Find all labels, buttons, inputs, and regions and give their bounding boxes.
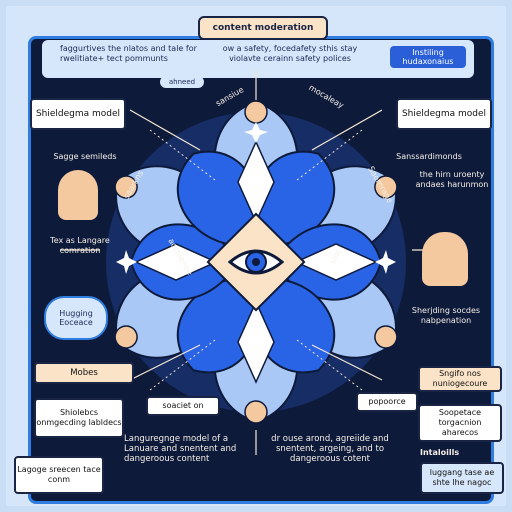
samples-label: Sagge semileds	[53, 152, 117, 161]
bottom-left-text: Languregnge model of a Lanuare and snent…	[124, 434, 237, 464]
soopetace-box[interactable]: Soopetace torgacnion aharecos	[418, 404, 502, 442]
peach-knob-1	[244, 100, 268, 124]
user-avatar-right	[422, 232, 468, 286]
peach-knob-6	[114, 175, 138, 199]
install-button[interactable]: Instiling hudaxonaius	[390, 46, 466, 68]
shieldgemma-model-left[interactable]: Shieldegma model	[30, 98, 126, 130]
connector-lines	[60, 70, 450, 455]
bottom-center-text: dr ouse arond, agreiide and snentent, ar…	[271, 434, 389, 464]
soaciet-box[interactable]: soaciet on	[146, 396, 220, 416]
luggang-box[interactable]: luggang tase ae shte lhe nagoc	[420, 462, 504, 494]
petal-group	[114, 100, 398, 424]
shiolebcs-box[interactable]: Shiolebcs onmgecding labldecs	[34, 398, 124, 438]
banner-left-text: faggurtives the nlatos and tale for rwel…	[60, 44, 197, 63]
peach-knob-2	[374, 175, 398, 199]
star-icon-left	[116, 250, 137, 274]
standard-label: Sanssardimonds	[396, 152, 462, 161]
tex-label: Tex as Langare comration	[50, 236, 110, 255]
mobes-box[interactable]: Mobes	[34, 362, 134, 384]
intaloills-label: Intaloills	[420, 448, 460, 457]
hugging-face-node[interactable]: Hugging Eoceace	[44, 296, 108, 340]
sherjding-label: Sherjding socdes nabpenation	[411, 306, 481, 325]
star-icon-right	[375, 250, 396, 274]
peach-knob-5	[114, 325, 138, 349]
dashed-rays	[149, 129, 363, 391]
hirn-label: the hirn uroenty andaes harunmon	[415, 170, 489, 189]
peach-knob-4	[244, 400, 268, 424]
lagoge-box[interactable]: Lagoge sreecen tace conm	[14, 456, 104, 494]
diamond-white-3	[237, 300, 275, 384]
banner-pill: ahneed	[160, 76, 204, 88]
page-title: content moderation	[198, 16, 328, 40]
user-avatar-left	[58, 170, 98, 220]
peach-knob-3	[374, 325, 398, 349]
sngifo-box[interactable]: Sngifo nos nuniogecoure	[418, 366, 502, 392]
eye-icon	[227, 249, 285, 275]
banner-center-text: ow a safety, focedafety sthis stay viola…	[222, 44, 358, 63]
star-icon-top	[244, 122, 268, 143]
shieldgemma-model-right[interactable]: Shieldegma model	[396, 98, 492, 130]
popoorce-box[interactable]: popoorce	[356, 392, 418, 412]
